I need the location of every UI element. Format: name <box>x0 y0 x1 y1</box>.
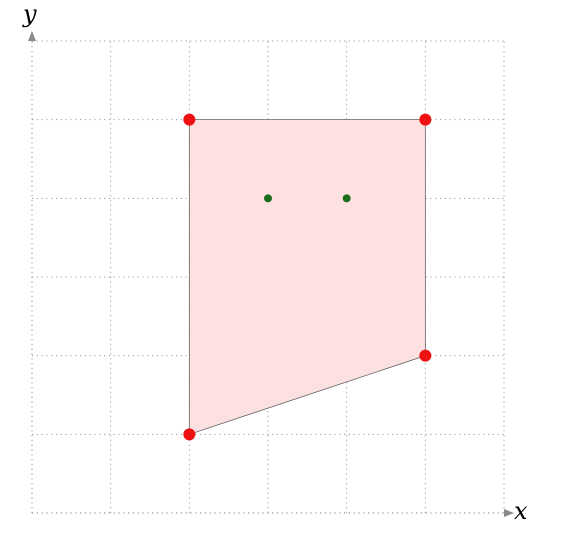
x-axis-label: x <box>514 497 528 525</box>
vertex-point <box>183 113 196 126</box>
y-axis-label: y <box>22 0 37 28</box>
vertex-points <box>183 113 432 441</box>
shaded-region <box>188 119 426 435</box>
interior-points <box>264 194 351 203</box>
y-axis-arrowhead <box>28 30 36 41</box>
interior-point <box>264 194 273 203</box>
interior-point <box>342 194 351 203</box>
vertex-point <box>419 349 432 362</box>
vertex-point <box>183 428 196 441</box>
x-axis-arrowhead <box>504 509 515 517</box>
axes: x y <box>22 0 528 525</box>
vertex-point <box>419 113 432 126</box>
